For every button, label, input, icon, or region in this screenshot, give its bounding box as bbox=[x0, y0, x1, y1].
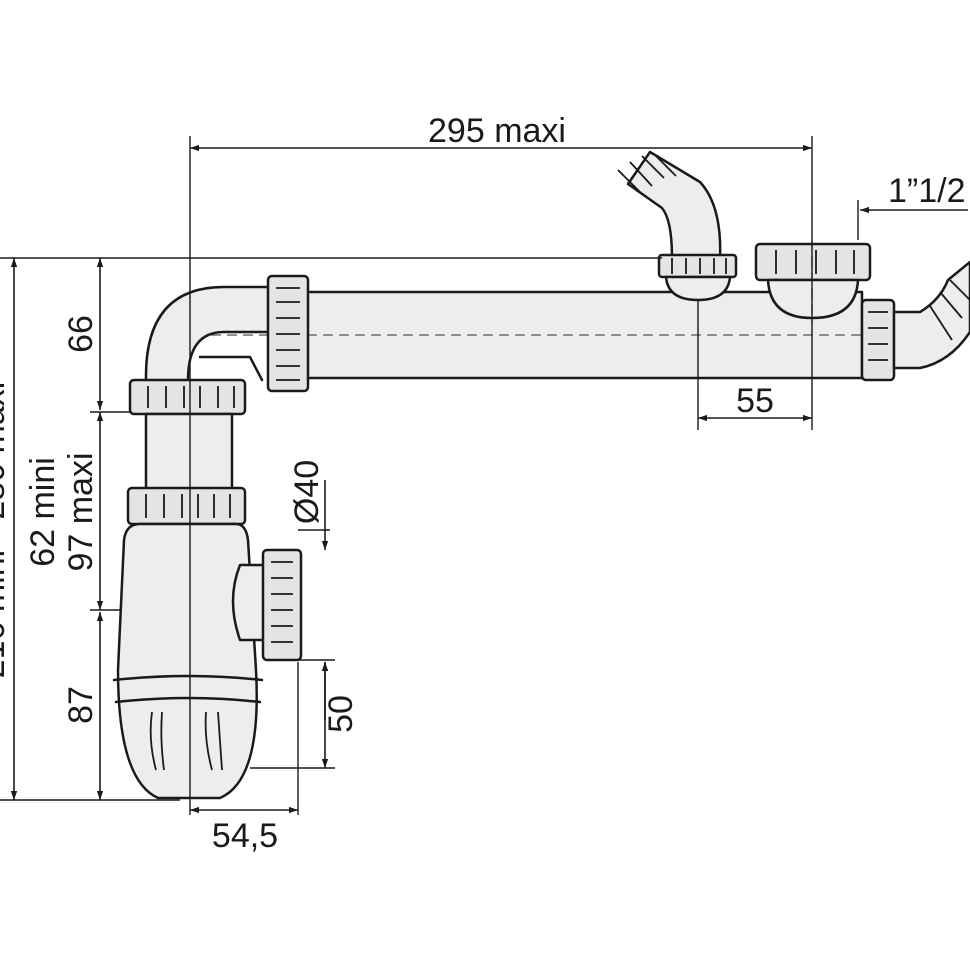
end-hose-connector bbox=[860, 260, 970, 382]
pipe-elbow bbox=[144, 285, 272, 386]
bottle-side-outlet bbox=[231, 548, 303, 662]
outlet-height-label: 66 bbox=[62, 315, 100, 353]
upper-union-nut bbox=[128, 378, 247, 416]
outlet-diameter-label: Ø40 bbox=[288, 460, 326, 524]
adjust-maxi-label: 97 maxi bbox=[62, 452, 100, 571]
outlet-offset-label: 50 bbox=[322, 695, 360, 733]
bottle-offset-label: 54,5 bbox=[212, 817, 278, 855]
extension-lines bbox=[0, 136, 859, 815]
branch-offset-label: 55 bbox=[736, 382, 774, 420]
siphon-assembly bbox=[112, 150, 970, 800]
bottle-trap-body bbox=[112, 522, 264, 800]
hose-connector-top bbox=[617, 150, 738, 302]
elbow-union-nut bbox=[266, 274, 310, 393]
thread-size-label: 1”1/2 bbox=[888, 172, 966, 210]
length-maxi-label: 295 maxi bbox=[428, 112, 566, 150]
dimension-labels: 295 maxi 1”1/2 55 216 mini - 280 maxi 66… bbox=[0, 112, 966, 855]
adjust-mini-label: 62 mini bbox=[24, 457, 62, 567]
dimension-lines bbox=[10, 144, 968, 814]
bottle-union-nut bbox=[126, 486, 247, 526]
threaded-branch bbox=[754, 240, 872, 322]
height-mini-maxi-label: 216 mini - 280 maxi bbox=[0, 382, 12, 679]
telescopic-tube bbox=[144, 412, 234, 492]
horizontal-drain-pipe bbox=[195, 290, 905, 380]
bottle-height-label: 87 bbox=[62, 686, 100, 724]
